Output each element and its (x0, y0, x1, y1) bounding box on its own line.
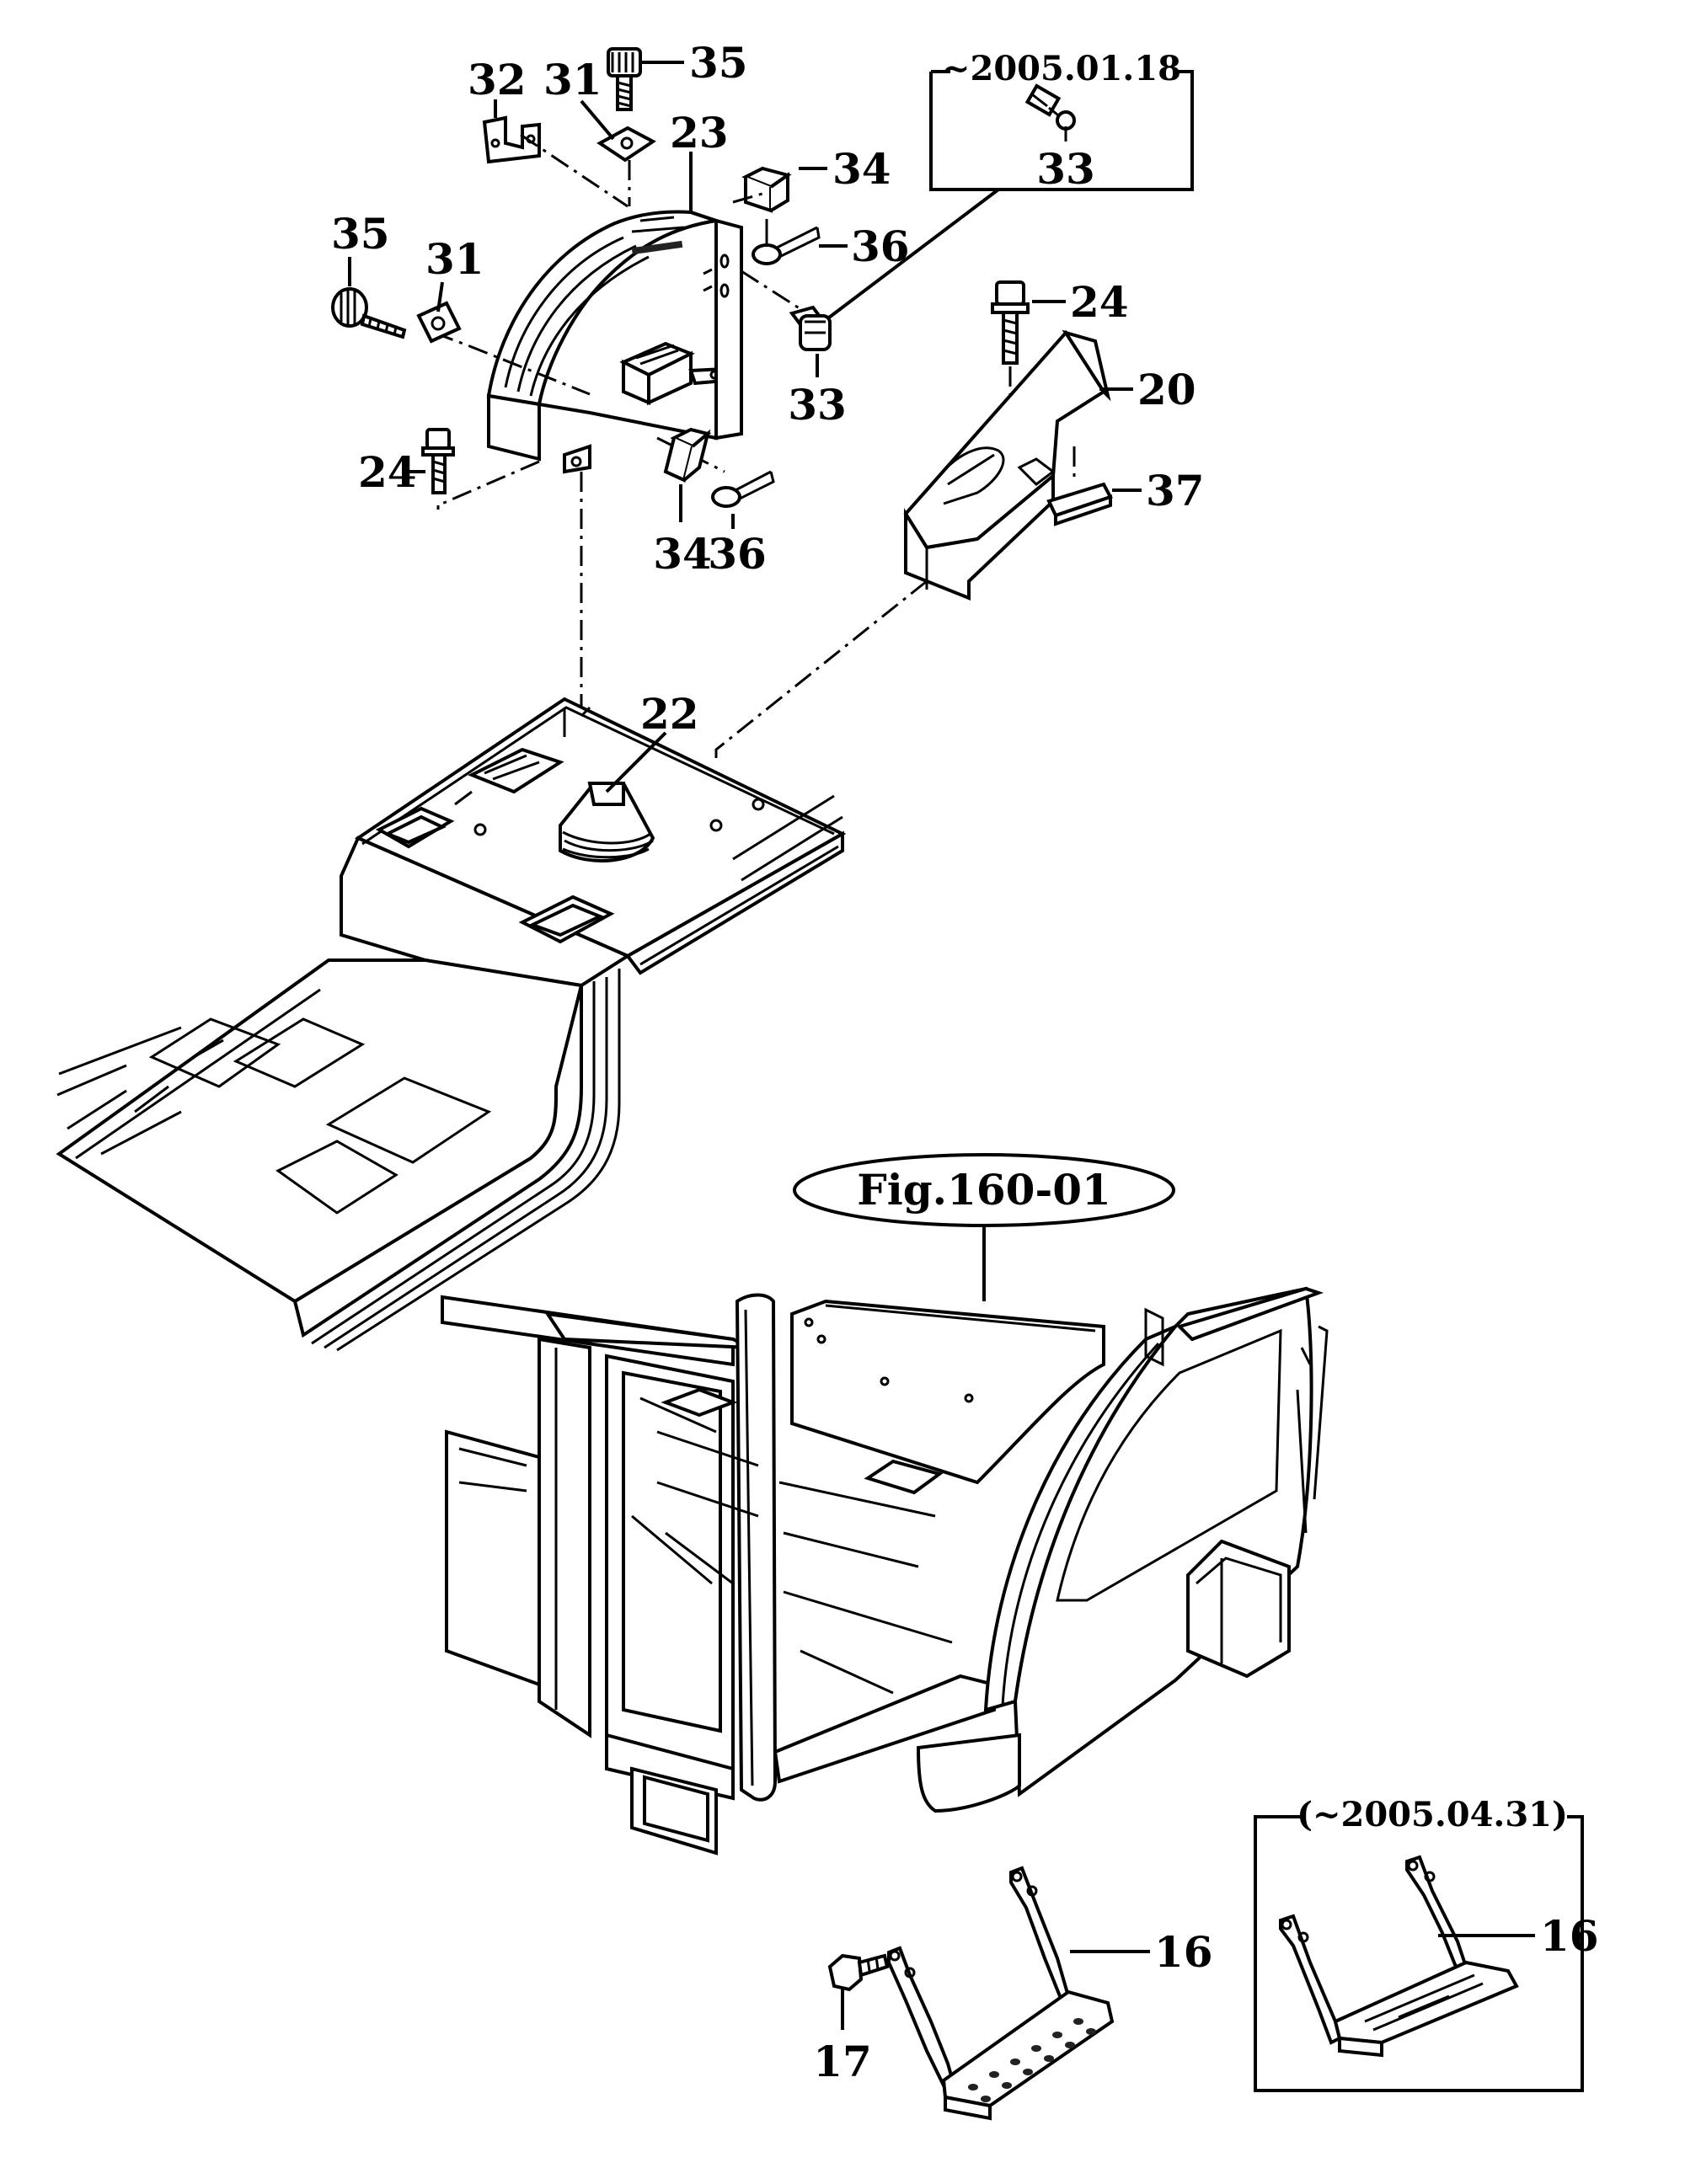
pin-36-top-icon (752, 226, 821, 265)
callout-31-left: 31 (425, 234, 484, 284)
clip-31-top-icon (596, 125, 656, 163)
callout-37: 37 (1146, 466, 1205, 515)
pin-36-bottom-icon (711, 470, 775, 508)
inset-top-box: ~2005.01.18 33 (824, 49, 1194, 322)
inset-step-16-icon (1279, 1855, 1519, 2058)
callout-22: 22 (640, 689, 699, 739)
callout-24-left: 24 (358, 447, 417, 497)
strip-37-icon (1046, 482, 1113, 526)
step-16-icon (887, 1866, 1115, 2121)
bolt-35-top-icon (607, 47, 642, 111)
callout-16: 16 (1154, 1927, 1213, 1977)
screw-33-icon (789, 305, 832, 351)
bolt-24-left-icon (421, 428, 455, 494)
bolt-17-icon (827, 1953, 890, 1992)
floor-assembly-icon (56, 697, 847, 1352)
callout-23: 23 (670, 108, 729, 158)
callout-36-top: 36 (851, 222, 910, 271)
clip-34-top-icon (741, 166, 792, 213)
callout-34-bottom: 34 (653, 529, 712, 579)
callout-34-top: 34 (832, 144, 891, 194)
callout-36-bottom: 36 (708, 529, 767, 579)
callout-32: 32 (468, 55, 527, 104)
callout-20: 20 (1137, 365, 1196, 414)
plate-20-icon (903, 329, 1111, 601)
callout-24-right: 24 (1070, 277, 1129, 327)
bracket-32-icon (482, 115, 541, 164)
callout-31-top: 31 (543, 55, 602, 104)
bolt-24-right-icon (991, 280, 1030, 365)
figure-reference-label: Fig.160-01 (857, 1165, 1111, 1215)
inset-bottom-part-label: 16 (1540, 1911, 1599, 1961)
inset-top-date: ~2005.01.18 (942, 49, 1181, 88)
figure-reference-oval: Fig.160-01 (793, 1153, 1175, 1301)
inset-bottom-box: (~2005.04.31) 16 (1254, 1795, 1599, 2092)
bolt-35-left-icon (331, 287, 407, 339)
inset-top-part-label: 33 (1036, 144, 1095, 194)
inset-bottom-date: (~2005.04.31) (1297, 1795, 1568, 1834)
callout-33: 33 (788, 380, 847, 430)
callout-35-top: 35 (689, 38, 748, 88)
callout-17: 17 (813, 2037, 872, 2086)
cab-body-icon (441, 1286, 1329, 1856)
clip-34-bottom-icon (663, 427, 712, 483)
cover-23-icon (486, 210, 743, 474)
callout-35-left: 35 (331, 209, 390, 259)
inset-screw-icon (1024, 83, 1076, 131)
